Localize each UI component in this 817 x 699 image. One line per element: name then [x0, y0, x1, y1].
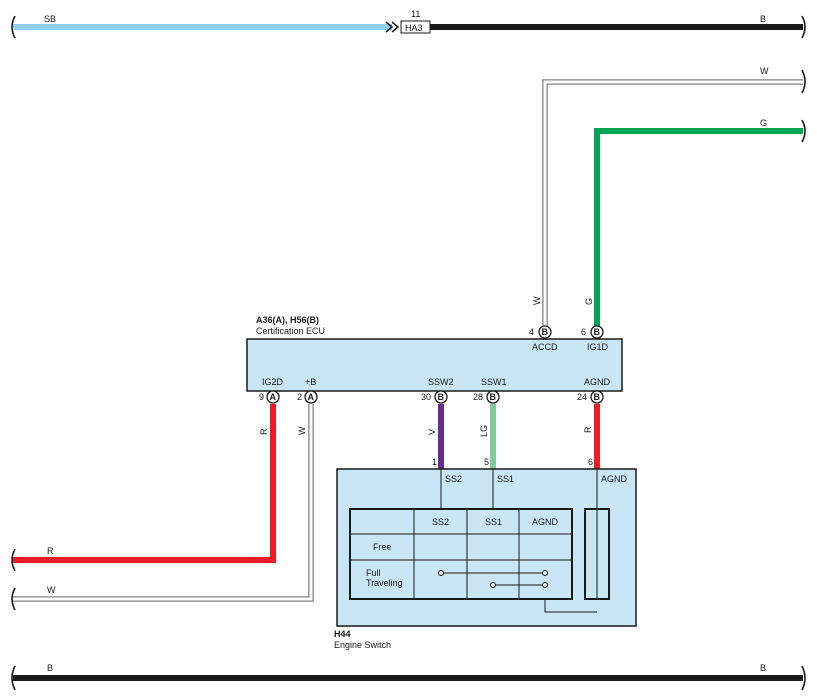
- engine-switch-title: Engine Switch: [334, 640, 391, 650]
- switch-function-ss1: SS1: [497, 474, 514, 484]
- table-row-full-line2: Traveling: [366, 578, 403, 588]
- label-w-plus-b-vertical: W: [297, 426, 307, 435]
- table-row-free: Free: [373, 542, 392, 552]
- wire-break-top-left: [11, 15, 16, 39]
- switch-internal-agnd: [544, 469, 598, 613]
- ecu-bottom-pins: A 9 A 2 B 30 B 28 B 24: [259, 390, 604, 404]
- ecu-pin-28-number: 28: [473, 392, 483, 402]
- r-wire-line: [13, 404, 276, 563]
- ecu-function-ssw1: SSW1: [481, 377, 507, 387]
- ecu-pin-24-number: 24: [577, 392, 587, 402]
- ecu-pin-9-icon: [266, 390, 280, 404]
- ecu-pin-2-number: 2: [297, 392, 302, 402]
- label-v-vertical: V: [427, 429, 437, 435]
- ecu-pin-6-function: IG1D: [587, 342, 609, 352]
- ecu-pin-2-connector: A: [308, 392, 315, 402]
- switch-pin-5-number: 5: [484, 457, 489, 467]
- ecu-pin-4-connector: B: [542, 327, 549, 337]
- ecu-pin-30-number: 30: [421, 392, 431, 402]
- label-r-vertical: R: [259, 428, 269, 435]
- ecu-pin-6-icon: [590, 325, 604, 339]
- junction-arrow-icon-2: [391, 21, 400, 33]
- ecu-function-plus-b: +B: [305, 377, 316, 387]
- label-r-agnd-vertical: R: [583, 426, 593, 433]
- table-row-full-line1: Full: [366, 568, 381, 578]
- wire-break-w-right: [801, 69, 806, 94]
- ecu-pin-6-number: 6: [581, 327, 586, 337]
- ecu-pin-24-connector: B: [594, 392, 601, 402]
- wire-break-bottom-right: [801, 665, 806, 691]
- label-lg-vertical: LG: [479, 425, 489, 437]
- table-header-agnd: AGND: [532, 517, 559, 527]
- certification-ecu: A36(A), H56(B) Certification ECU B 4 ACC…: [246, 315, 623, 392]
- ecu-function-ig2d: IG2D: [262, 377, 284, 387]
- ecu-pin-9-number: 9: [259, 392, 264, 402]
- continuity-dot-icon: [438, 570, 444, 576]
- ecu-pin-4-icon: [538, 325, 552, 339]
- g-wire-line: [594, 128, 803, 326]
- top-wire-group: SB B 11 HA3: [11, 9, 806, 39]
- junction-pin-number: 11: [411, 9, 420, 19]
- continuity-dot-icon: [542, 582, 548, 588]
- w-wire-accd: W W: [532, 66, 806, 326]
- junction-connector-label: HA3: [405, 23, 423, 33]
- ecu-pin-28-connector: B: [490, 392, 497, 402]
- table-header-ss2: SS2: [432, 517, 449, 527]
- ecu-title: Certification ECU: [256, 326, 325, 336]
- ecu-pin-4-function: ACCD: [532, 342, 558, 352]
- switch-function-agnd: AGND: [601, 474, 628, 484]
- wire-break-w-left: [11, 587, 16, 611]
- table-header-ss1: SS1: [485, 517, 502, 527]
- bottom-wire-group: B B: [11, 663, 806, 691]
- label-sb: SB: [44, 14, 56, 24]
- ecu-pin-6-connector: B: [594, 327, 601, 337]
- g-wire-ig1d: G G: [584, 118, 806, 326]
- switch-pin-1-number: 1: [432, 457, 437, 467]
- ecu-pin-4-number: 4: [529, 327, 534, 337]
- continuity-dot-icon: [542, 570, 548, 576]
- ecu-pin-9-connector: A: [270, 392, 277, 402]
- r-wire-ig2d: R: [13, 404, 276, 563]
- junction-arrow-icon: [385, 21, 394, 33]
- ecu-pin-30-connector: B: [438, 392, 445, 402]
- switch-table: [349, 508, 573, 600]
- w-plus-b-fill: [13, 404, 313, 601]
- ecu-pin-24-icon: [590, 390, 604, 404]
- agnd-element-box: [584, 508, 610, 600]
- ecu-function-agnd: AGND: [584, 377, 611, 387]
- label-g-vertical: G: [584, 298, 594, 305]
- label-b-top: B: [760, 14, 766, 24]
- ecu-pin-28-icon: [486, 390, 500, 404]
- label-b-bottom-left: B: [47, 663, 53, 673]
- engine-switch: 1 5 6 SS2 SS1 AGND SS2 SS1 AGND Free Ful…: [334, 457, 637, 650]
- ecu-pin-2-icon: [304, 390, 318, 404]
- label-b-bottom-right: B: [760, 663, 766, 673]
- continuity-dot-icon: [490, 582, 496, 588]
- switch-function-ss2: SS2: [445, 474, 462, 484]
- switch-pin-6-number: 6: [588, 457, 593, 467]
- label-w-vertical: W: [532, 296, 542, 305]
- wire-break-bottom-left: [11, 665, 16, 691]
- wire-break-top-right: [801, 15, 806, 39]
- ecu-pin-30-icon: [434, 390, 448, 404]
- label-w-top: W: [760, 66, 769, 76]
- ecu-function-ssw2: SSW2: [428, 377, 454, 387]
- wire-break-r-left: [11, 548, 16, 572]
- label-w-left: W: [47, 585, 56, 595]
- ecu-name: A36(A), H56(B): [256, 315, 319, 325]
- engine-switch-name: H44: [334, 629, 351, 639]
- wire-break-g-right: [801, 119, 806, 143]
- w-wire-plus-b: W: [13, 404, 314, 602]
- label-g-top: G: [760, 118, 767, 128]
- w-wire-fill: [543, 80, 803, 326]
- label-r-left: R: [47, 546, 54, 556]
- ecu-body: [246, 338, 623, 392]
